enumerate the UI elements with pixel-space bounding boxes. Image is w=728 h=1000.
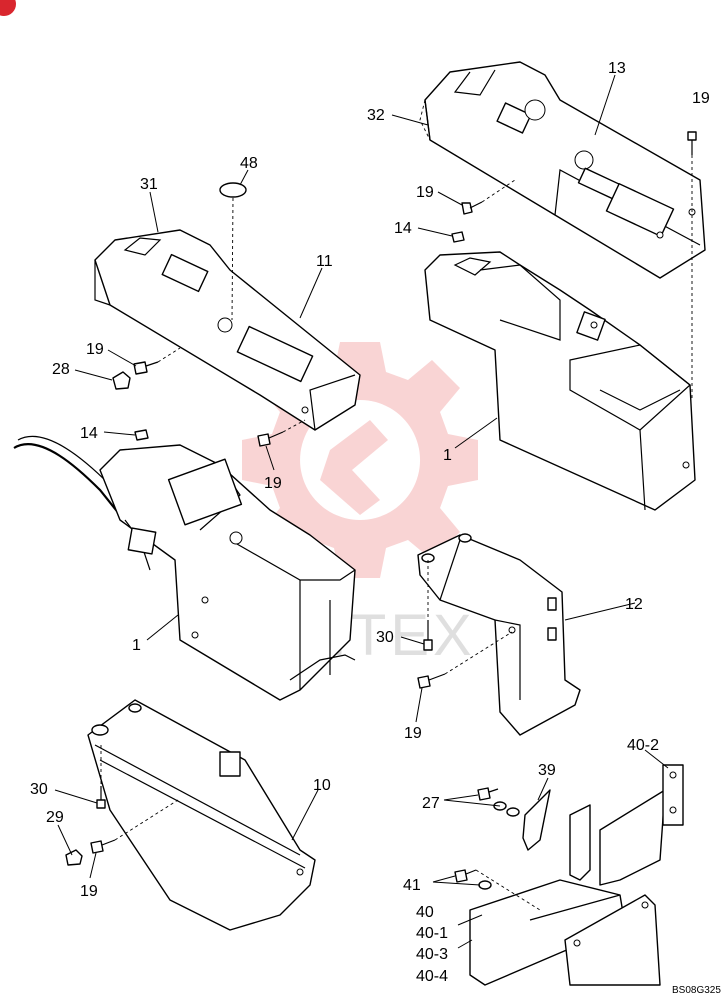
- label-13: 13: [608, 60, 626, 77]
- bolt-19-left: [133, 361, 159, 375]
- part-11-console-cover: [94, 229, 361, 431]
- label-40-4: 40-4: [416, 968, 448, 985]
- label-1-right: 1: [443, 447, 452, 464]
- dash-19-lower-mid: [444, 631, 513, 675]
- part-1-console-frame-right: [424, 251, 696, 511]
- label-19-lower-mid: 19: [404, 725, 422, 742]
- bolt-41: [454, 869, 492, 890]
- corner-badge-icon: [0, 0, 16, 16]
- label-12: 12: [625, 596, 643, 613]
- label-30-left: 30: [30, 781, 48, 798]
- label-32: 32: [367, 107, 385, 124]
- label-10: 10: [313, 777, 331, 794]
- cap-29: [65, 849, 83, 866]
- label-27: 27: [422, 795, 440, 812]
- label-19-top-right: 19: [692, 90, 710, 107]
- label-19-bottom-left: 19: [80, 883, 98, 900]
- leader-lines: [54, 74, 669, 949]
- dash-19-upper-mid: [481, 179, 516, 203]
- dash-19-left: [157, 347, 181, 363]
- label-48: 48: [240, 155, 258, 172]
- part-12-side-panel: [417, 533, 581, 736]
- bolt-30-left: [96, 786, 106, 809]
- part-48-plug: [219, 182, 247, 198]
- label-14-right: 14: [394, 220, 412, 237]
- label-1-left: 1: [132, 637, 141, 654]
- label-41: 41: [403, 877, 421, 894]
- part-40-assembly: [469, 764, 684, 986]
- bolt-30-mid: [423, 620, 433, 651]
- drawing-code: BS08G325: [672, 985, 721, 996]
- bolt-19-top-right: [687, 131, 697, 155]
- label-40: 40: [416, 904, 434, 921]
- part-48-dash: [231, 197, 234, 321]
- label-19-left: 19: [86, 341, 104, 358]
- label-40-3: 40-3: [416, 946, 448, 963]
- label-40-1: 40-1: [416, 925, 448, 942]
- part-1-console-frame-left: [13, 435, 356, 701]
- label-28: 28: [52, 361, 70, 378]
- label-30-mid: 30: [376, 629, 394, 646]
- cap-28: [112, 371, 131, 390]
- dash-41: [475, 869, 541, 911]
- nut-14-left: [134, 429, 149, 441]
- nut-14-right: [451, 231, 465, 243]
- part-10-lower-cover: [87, 699, 316, 931]
- part-13-console-cover: [424, 61, 706, 279]
- part-39-bracket: [522, 789, 551, 851]
- bolt-19-mid: [257, 431, 284, 447]
- dash-19-mid: [282, 419, 306, 433]
- label-40-2: 40-2: [627, 737, 659, 754]
- label-19-upper-mid: 19: [416, 184, 434, 201]
- bolt-19-bottom-left: [90, 839, 116, 854]
- dash-19-bottom-left: [114, 799, 179, 841]
- label-31: 31: [140, 176, 158, 193]
- part-32-seal-outline: [419, 99, 556, 216]
- bolt-19-upper-mid: [461, 201, 483, 215]
- label-14-left: 14: [80, 425, 98, 442]
- bolt-19-lower-mid: [417, 673, 446, 689]
- label-39: 39: [538, 762, 556, 779]
- label-11: 11: [316, 253, 333, 270]
- label-19-mid: 19: [264, 475, 282, 492]
- label-29: 29: [46, 809, 64, 826]
- bolts-27: [477, 787, 520, 817]
